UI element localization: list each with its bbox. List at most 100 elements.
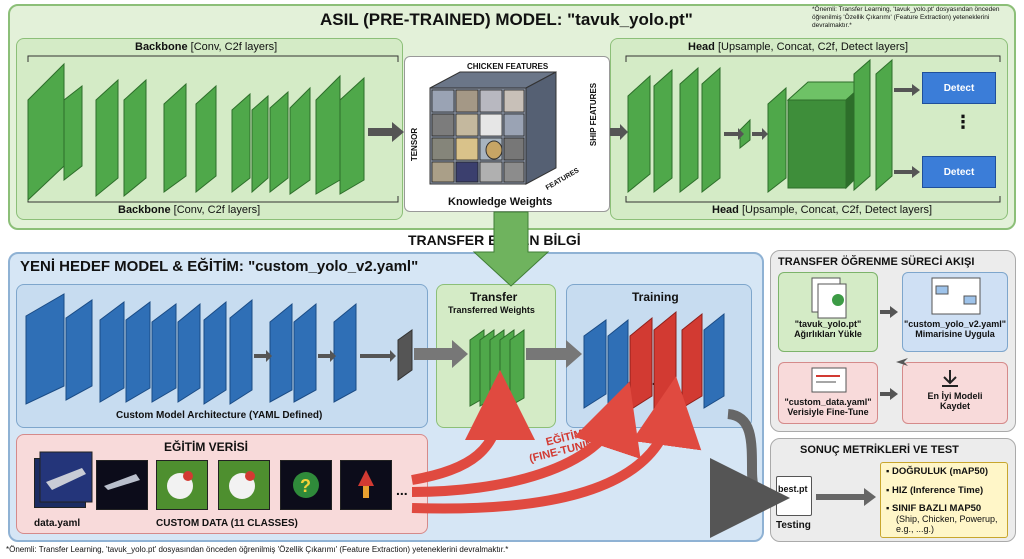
step-load-weights-text: Ağırlıkları Yükle	[794, 329, 862, 339]
fine-tune-arrows	[411, 370, 702, 514]
backbone-bottom-label: Backbone [Conv, C2f layers]	[118, 204, 261, 216]
metric-class-map: ▪ SINIF BAZLI MAP50	[886, 503, 982, 514]
custom-arch-end-block	[397, 329, 413, 381]
head-arrows-1	[610, 124, 628, 140]
head-layers-11	[875, 58, 893, 192]
fine-tune-arrows-3	[411, 376, 702, 514]
metric-accuracy: ▪ DOĞRULUK (mAP50)	[886, 466, 989, 477]
feature-cube-2	[525, 71, 557, 185]
metric-class-map-sub: (Ship, Chicken, Powerup, e.g., ...g.)	[896, 514, 998, 534]
backbone-brackets-1	[27, 55, 399, 62]
step-save-model: En İyi Modeli Kaydet	[902, 362, 1008, 424]
process-icons-10	[942, 370, 958, 387]
more-data-dots: ...	[396, 482, 408, 498]
step-apply-arch-text: Mimarisine Uygula	[915, 329, 995, 339]
backbone-layers-10	[289, 86, 311, 195]
process-icons-3	[832, 294, 844, 306]
custom-arch-layers	[25, 293, 357, 405]
backbone-layers-4	[123, 78, 147, 198]
head-arrows-4	[894, 84, 920, 96]
custom-arch-arrows-1	[254, 350, 272, 362]
metrics-box	[880, 462, 1008, 538]
arch-to-transfer-arrow	[414, 340, 468, 368]
training-to-results-arrow	[709, 409, 790, 538]
custom-arch-layers-8	[229, 298, 253, 405]
knowledge-weights-label: Knowledge Weights	[448, 196, 553, 208]
custom-arch-arrows	[254, 350, 396, 362]
process-icons-5	[935, 285, 949, 295]
data-tile-details-3	[104, 474, 140, 490]
head-arrows-3	[752, 128, 768, 140]
backbone-layers-1	[27, 62, 65, 202]
pretrained-model-title: ASIL (PRE-TRAINED) MODEL: "tavuk_yolo.pt…	[320, 10, 693, 29]
custom-arch-layers-4	[125, 301, 151, 403]
training-layers-3	[629, 316, 653, 411]
pretrained-note: *Önemli: Transfer Learning, 'tavuk_yolo.…	[812, 6, 1000, 29]
training-layers-4	[653, 310, 677, 413]
step-fine-tune-name: "custom_data.yaml"	[784, 397, 872, 407]
data-tile-details-9: ?	[300, 476, 311, 496]
best-to-metrics-arrow	[816, 488, 876, 506]
transfer-layers-5	[509, 329, 525, 407]
training-title: Training	[632, 290, 679, 304]
process-arrows	[880, 306, 930, 400]
testing-label: Testing	[776, 520, 811, 531]
head-brackets-2	[625, 196, 1001, 203]
head-top-label: Head [Upsample, Concat, C2f, Detect laye…	[688, 41, 909, 53]
best-pt-label: best.pt	[778, 484, 808, 494]
training-layers-2	[607, 318, 629, 409]
backbone-layers-11	[315, 74, 341, 195]
step-fine-tune-text: Verisiyle Fine-Tune	[787, 407, 869, 417]
backbone-layers-3	[95, 78, 119, 198]
head-brackets-1	[625, 55, 1001, 62]
backbone-arrow	[368, 122, 404, 142]
backbone-layers	[27, 62, 365, 202]
transfer-down-arrow	[472, 211, 550, 287]
training-layers-6	[703, 312, 725, 409]
head-layers-3	[679, 66, 699, 194]
process-arrows-2	[896, 352, 930, 366]
data-tile-details-2	[46, 468, 86, 490]
head-layers-1	[627, 74, 651, 194]
results-title: SONUÇ METRİKLERİ VE TEST	[800, 444, 959, 456]
step-save-model-text: Kaydet	[939, 401, 970, 411]
footnote: *Önemli: Transfer Learning, 'tavuk_yolo.…	[6, 545, 509, 554]
step-load-weights-name: "tavuk_yolo.pt"	[794, 319, 862, 329]
transfer-to-training-arrow	[526, 340, 582, 368]
step-apply-arch-name: "custom_yolo_v2.yaml"	[903, 319, 1007, 329]
backbone-top-label: Backbone [Conv, C2f layers]	[135, 41, 278, 53]
data-yaml-label: data.yaml	[34, 518, 81, 529]
head-arrows-2	[724, 128, 744, 140]
training-data-title: EĞİTİM VERİSİ	[164, 440, 249, 454]
data-tile-details-5	[183, 471, 193, 481]
fine-tune-arrows-1	[411, 370, 535, 485]
backbone-layers-5	[163, 82, 187, 193]
custom-data-label: CUSTOM DATA (11 CLASSES)	[156, 518, 298, 529]
metric-speed: ▪ HIZ (Inference Time)	[886, 485, 984, 496]
backbone-arrow-1	[368, 122, 404, 142]
detect-dots: ⋮	[954, 112, 972, 132]
head-layers-5	[739, 118, 751, 150]
transfer-title: Transfer	[470, 290, 518, 304]
training-layers-1	[583, 319, 607, 409]
head-brackets	[625, 55, 1001, 203]
head-arrows-5	[894, 166, 920, 178]
step-apply-arch: "custom_yolo_v2.yaml" Mimarisine Uygula	[902, 272, 1008, 352]
head-layers-4	[701, 66, 721, 194]
training-layers-5	[681, 312, 703, 409]
head-layers-7	[787, 99, 847, 189]
process-icons-6	[963, 295, 977, 305]
data-tile-details-10	[358, 470, 374, 486]
detect-output-2: Detect	[922, 156, 996, 188]
custom-arch-layers-9	[269, 302, 293, 403]
custom-arch-layers-1	[25, 293, 65, 405]
backbone-layers-8	[251, 94, 269, 194]
data-tile-details-11	[363, 486, 369, 498]
feature-cube-4	[431, 89, 525, 183]
process-arrows-1	[880, 306, 898, 318]
custom-arch-layers-10	[293, 302, 317, 403]
head-layers-2	[653, 68, 673, 194]
custom-arch-layers-7	[203, 300, 227, 405]
feature-cube	[429, 71, 557, 185]
backbone-layers-12	[339, 76, 365, 195]
